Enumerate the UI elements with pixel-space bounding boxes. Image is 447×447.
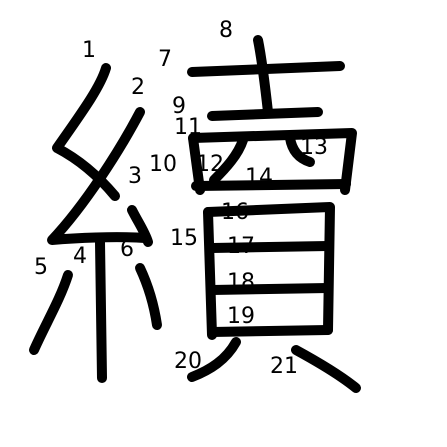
stroke-6 xyxy=(135,263,162,330)
stroke-number-10: 10 xyxy=(149,152,177,177)
stroke-number-8: 8 xyxy=(219,18,233,43)
stroke-number-3: 3 xyxy=(128,164,142,189)
stroke-2 xyxy=(47,107,150,245)
stroke-number-6: 6 xyxy=(120,237,134,262)
stroke-number-4: 4 xyxy=(73,244,87,269)
stroke-18 xyxy=(207,283,333,295)
stroke-number-7: 7 xyxy=(158,47,172,72)
stroke-4 xyxy=(95,237,107,383)
stroke-12 xyxy=(209,135,248,185)
stroke-number-2: 2 xyxy=(131,75,145,100)
stroke-number-21: 21 xyxy=(270,354,298,379)
stroke-number-5: 5 xyxy=(34,255,48,280)
stroke-3 xyxy=(127,205,153,247)
stroke-number-11: 11 xyxy=(174,115,202,140)
stroke-5 xyxy=(29,270,73,355)
stroke-number-16: 16 xyxy=(221,200,249,225)
stroke-8 xyxy=(253,35,273,117)
stroke-14 xyxy=(191,179,351,191)
stroke-number-1: 1 xyxy=(82,38,96,63)
stroke-21 xyxy=(291,345,361,393)
stroke-number-17: 17 xyxy=(227,234,255,259)
stroke-15 xyxy=(203,207,217,340)
stroke-number-19: 19 xyxy=(227,304,255,329)
stroke-number-20: 20 xyxy=(174,349,202,374)
stroke-number-15: 15 xyxy=(170,226,198,251)
stroke-19 xyxy=(207,325,333,337)
stroke-number-13: 13 xyxy=(300,135,328,160)
stroke-17 xyxy=(207,241,333,253)
stroke-number-18: 18 xyxy=(227,270,255,295)
stroke-20 xyxy=(187,337,241,382)
stroke-number-12: 12 xyxy=(196,152,224,177)
stroke-number-14: 14 xyxy=(245,165,273,190)
stroke-number-9: 9 xyxy=(172,94,186,119)
stroke-13 xyxy=(285,133,315,167)
stroke-9 xyxy=(207,107,323,121)
